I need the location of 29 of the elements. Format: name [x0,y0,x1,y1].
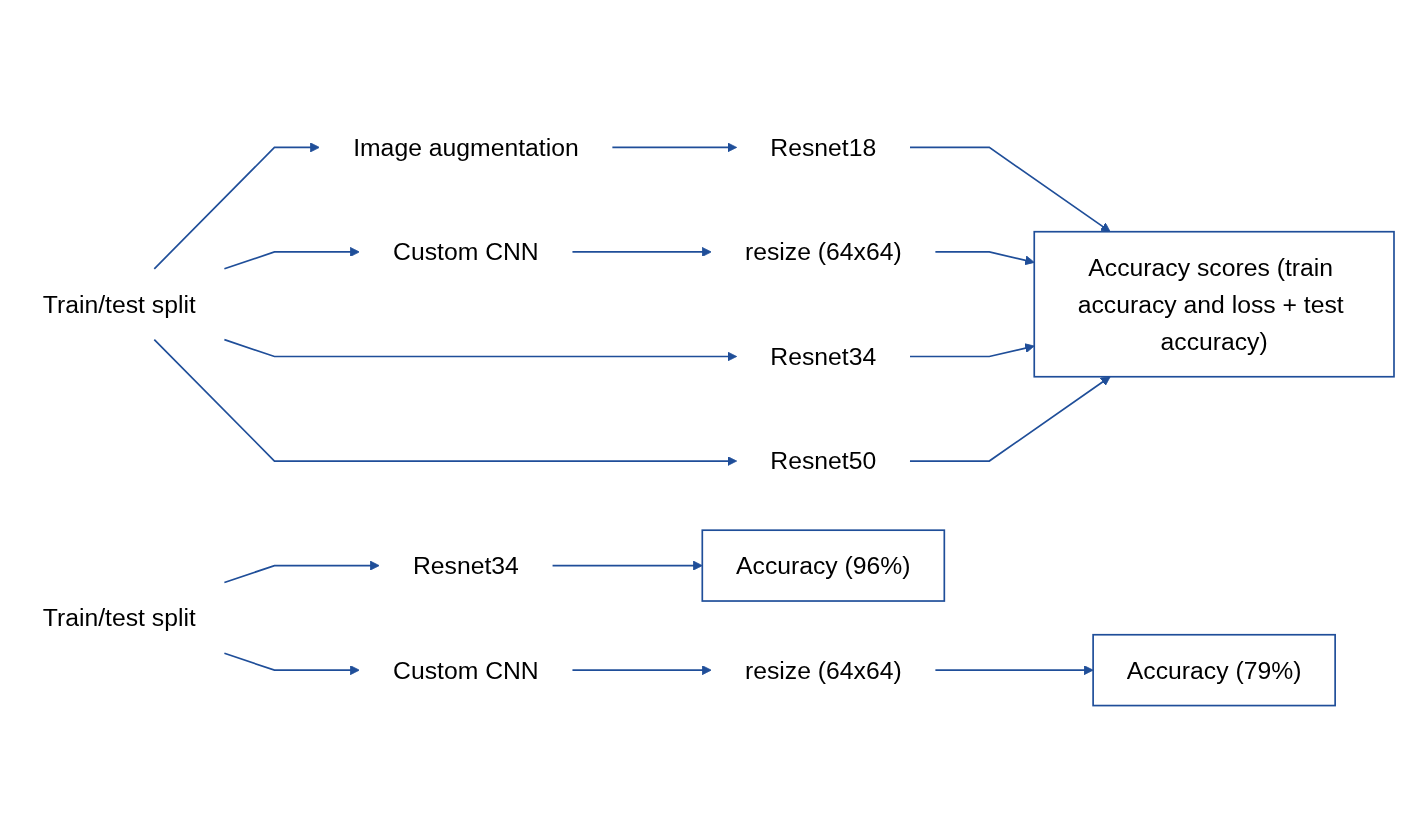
arrow [934,251,1035,266]
arrow [909,146,1111,233]
arrow [223,560,380,584]
arrow [909,343,1035,358]
node-text: resize (64x64) [744,656,902,685]
arrow [571,665,712,676]
node-box: Accuracy scores (train accuracy and loss + test accuracy) [1033,231,1395,378]
arrow [223,339,738,362]
arrow [934,665,1094,676]
arrow [551,560,703,571]
node-text: Custom CNN [393,656,539,685]
arrow [223,652,360,676]
node-text: Train/test split [42,290,196,319]
node-box: Accuracy (96%) [701,529,946,603]
arrow [611,142,738,153]
node-text: Resnet34 [412,551,519,580]
node-text: Resnet18 [770,133,877,162]
node-text: Resnet50 [770,447,877,476]
node-text: Custom CNN [393,238,539,267]
arrow [223,247,360,270]
arrow [909,376,1111,463]
node-text: resize (64x64) [744,238,902,267]
node-text: Resnet34 [770,342,877,371]
arrow [571,247,712,258]
node-text: Train/test split [42,604,196,633]
arrow [153,142,320,270]
node-text: Image augmentation [353,133,579,162]
node-box: Accuracy (79%) [1092,634,1336,707]
arrow [153,339,738,467]
